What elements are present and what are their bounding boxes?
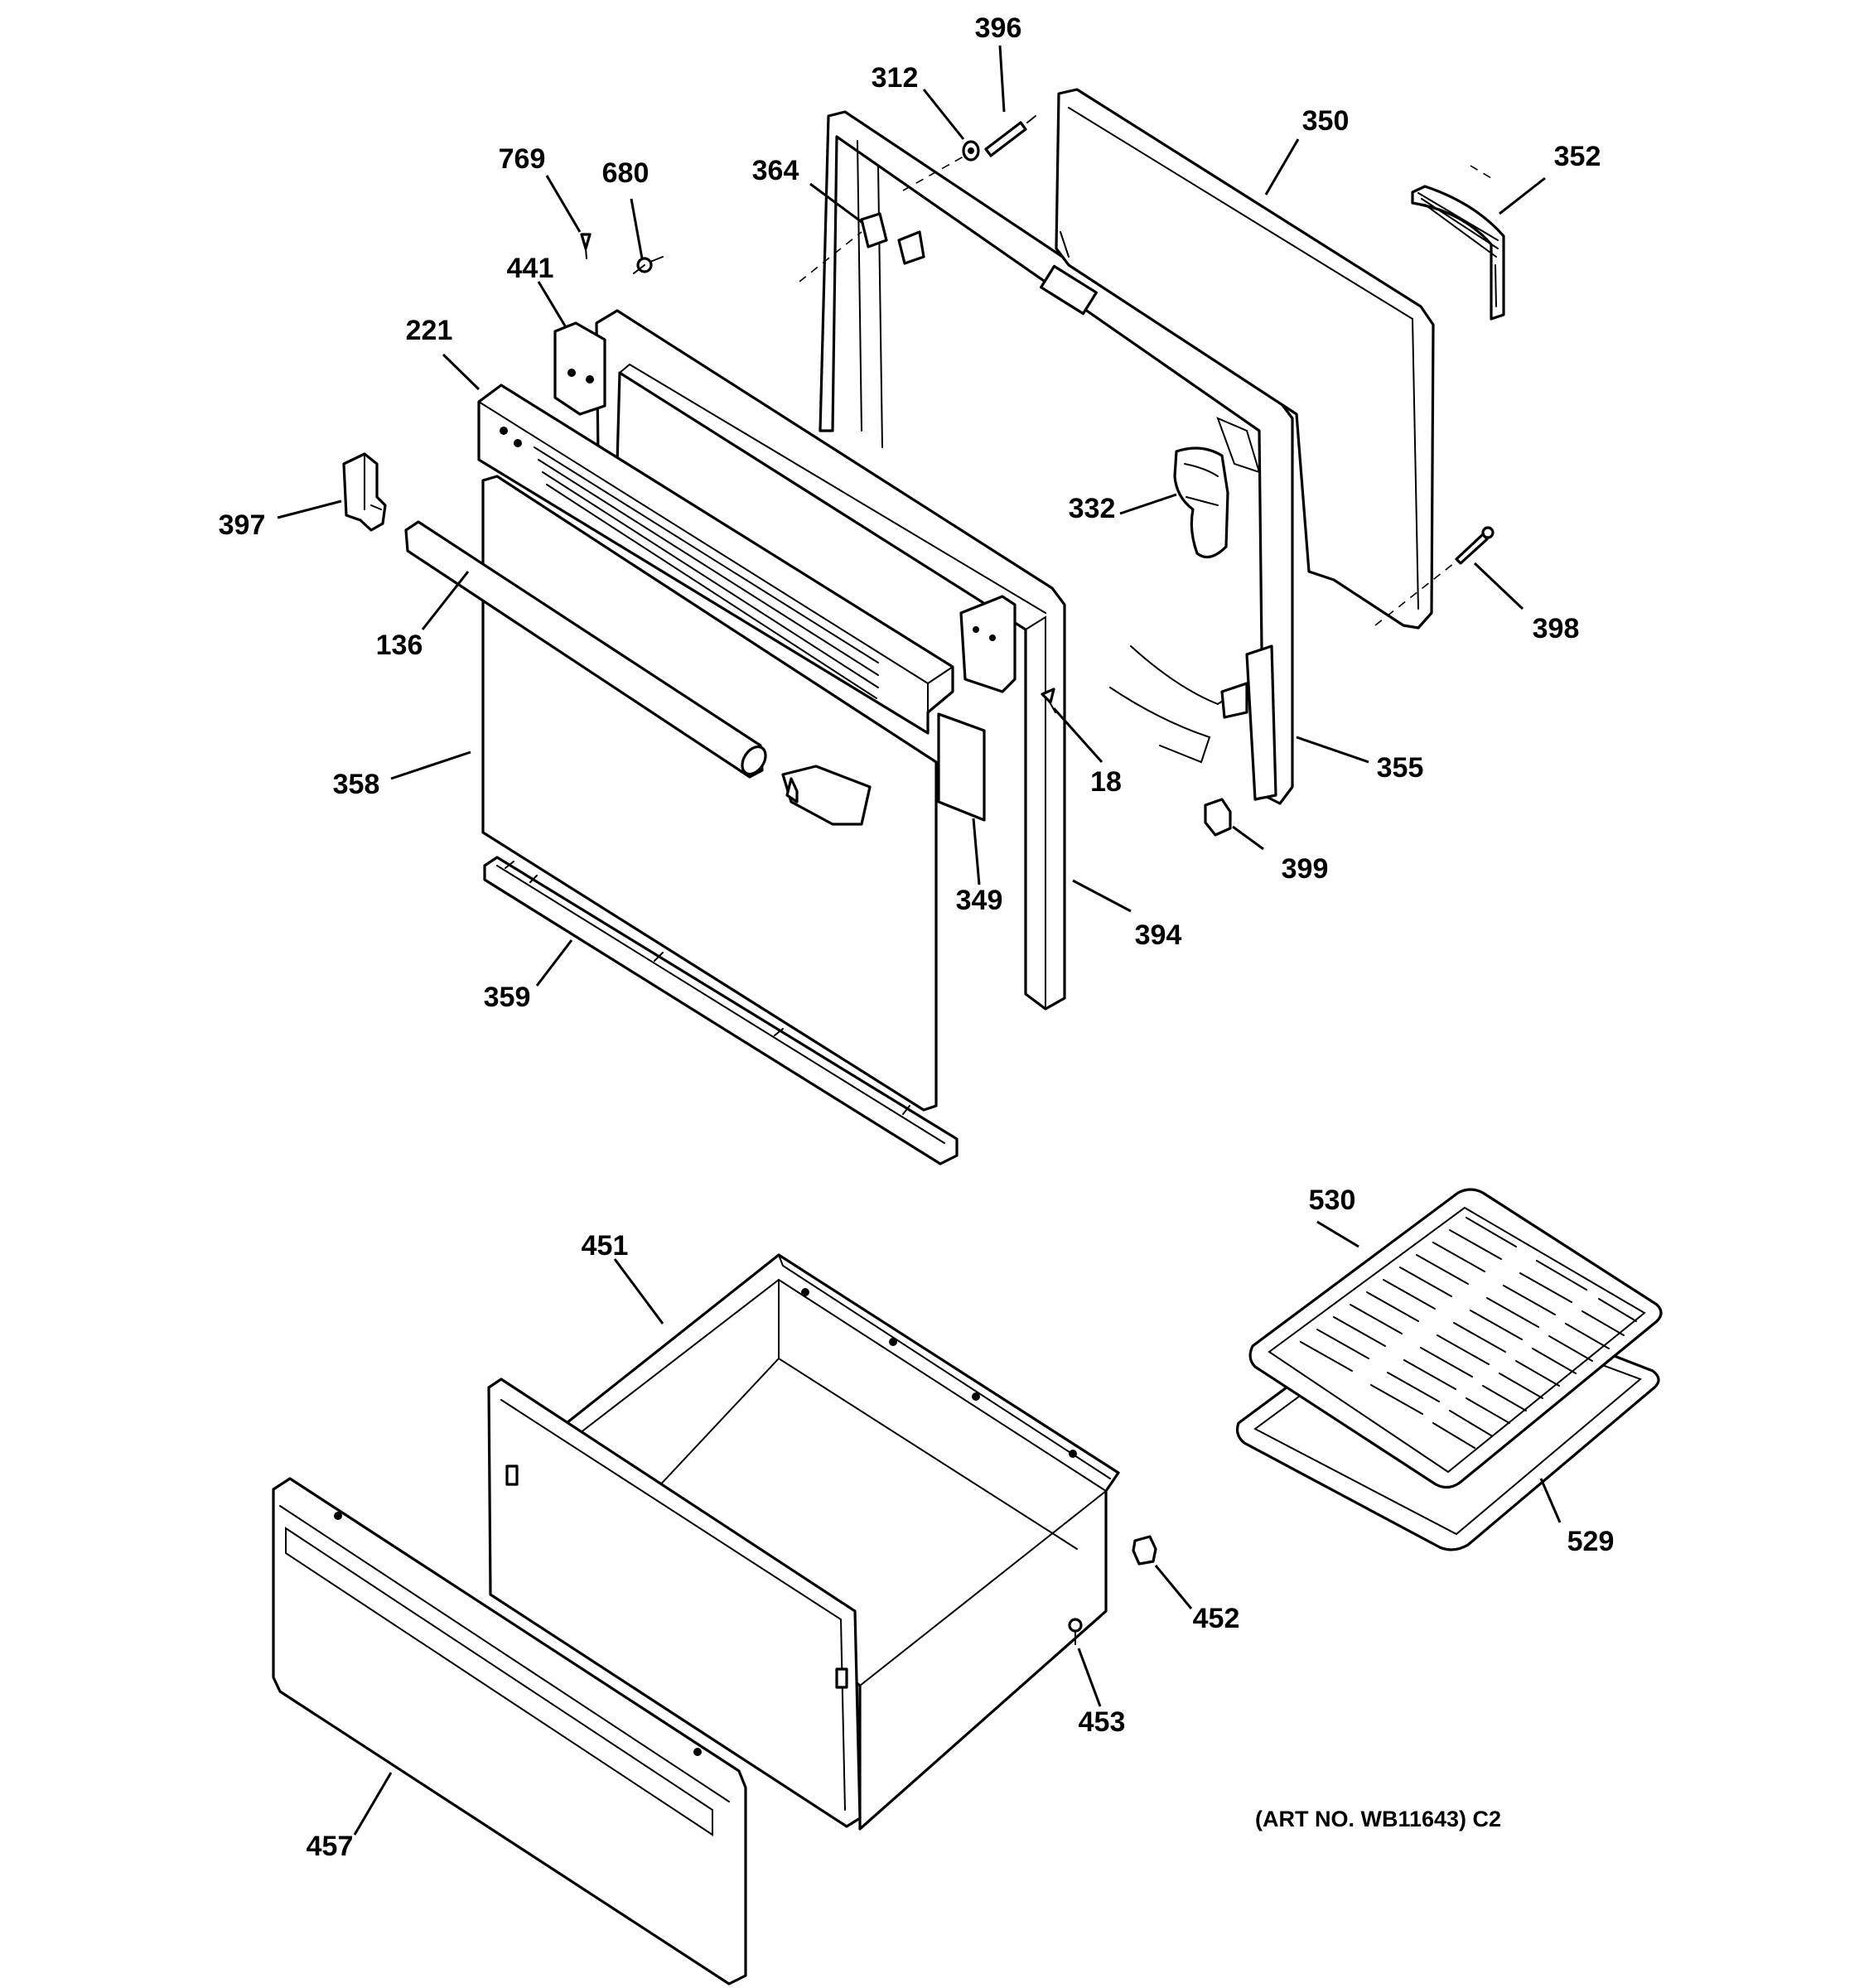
- door-bumper: [1204, 798, 1232, 837]
- callout-453: 453: [1079, 1706, 1126, 1738]
- callout-352: 352: [1554, 141, 1601, 172]
- callout-457: 457: [307, 1831, 354, 1862]
- callout-769: 769: [499, 143, 546, 175]
- callout-441: 441: [507, 253, 554, 284]
- drawer-front: [272, 1477, 747, 1986]
- callout-451: 451: [582, 1230, 629, 1262]
- drawer-body: [558, 1253, 1120, 1831]
- door-liner: [1040, 88, 1435, 630]
- callout-136: 136: [376, 630, 423, 661]
- door-insulation: [1173, 446, 1229, 559]
- callout-349: 349: [956, 885, 1003, 916]
- callout-397: 397: [219, 509, 266, 541]
- callout-398: 398: [1533, 613, 1580, 644]
- callout-312: 312: [872, 62, 919, 94]
- screw-and-washer: [962, 115, 1036, 162]
- callout-394: 394: [1135, 919, 1182, 951]
- callout-18: 18: [1090, 766, 1122, 798]
- door-spacer: [937, 712, 986, 822]
- callout-355: 355: [1377, 752, 1424, 784]
- callout-680: 680: [602, 157, 650, 189]
- art-number: (ART NO. WB11643) C2: [1255, 1807, 1501, 1831]
- broiler-grid: [1248, 1188, 1663, 1489]
- callout-labels: 396 312 350 352 769 680 364 441 221 397 …: [219, 12, 1615, 1862]
- callout-358: 358: [333, 769, 380, 800]
- callout-359: 359: [484, 982, 531, 1013]
- leader-lines: [277, 45, 1562, 1836]
- callout-530: 530: [1309, 1185, 1356, 1216]
- hinge-bracket: [553, 321, 606, 416]
- door-bottom-trim: [483, 856, 959, 1165]
- callout-452: 452: [1193, 1603, 1240, 1634]
- callout-350: 350: [1302, 105, 1350, 137]
- handle-bracket: [781, 765, 872, 826]
- drawer-screw: [1068, 1618, 1083, 1645]
- callout-399: 399: [1282, 853, 1329, 885]
- door-clip: [342, 452, 387, 532]
- vent-trim: [477, 384, 954, 735]
- callout-396: 396: [975, 12, 1022, 44]
- callout-364: 364: [752, 155, 799, 186]
- outer-door-frame: [595, 309, 1066, 1011]
- callout-332: 332: [1069, 493, 1116, 524]
- door-gasket: [1411, 165, 1505, 321]
- drawer-glide: [1132, 1535, 1157, 1566]
- grid-slots: [1300, 1217, 1637, 1449]
- door-handle: [404, 520, 767, 779]
- callout-221: 221: [406, 315, 453, 346]
- hinge-clip: [799, 152, 970, 282]
- small-screws: [580, 233, 664, 274]
- outer-door-panel: [481, 475, 938, 1112]
- liner-screw: [1374, 526, 1495, 626]
- callout-529: 529: [1567, 1526, 1615, 1557]
- drawer-front-plate: [487, 1378, 862, 1828]
